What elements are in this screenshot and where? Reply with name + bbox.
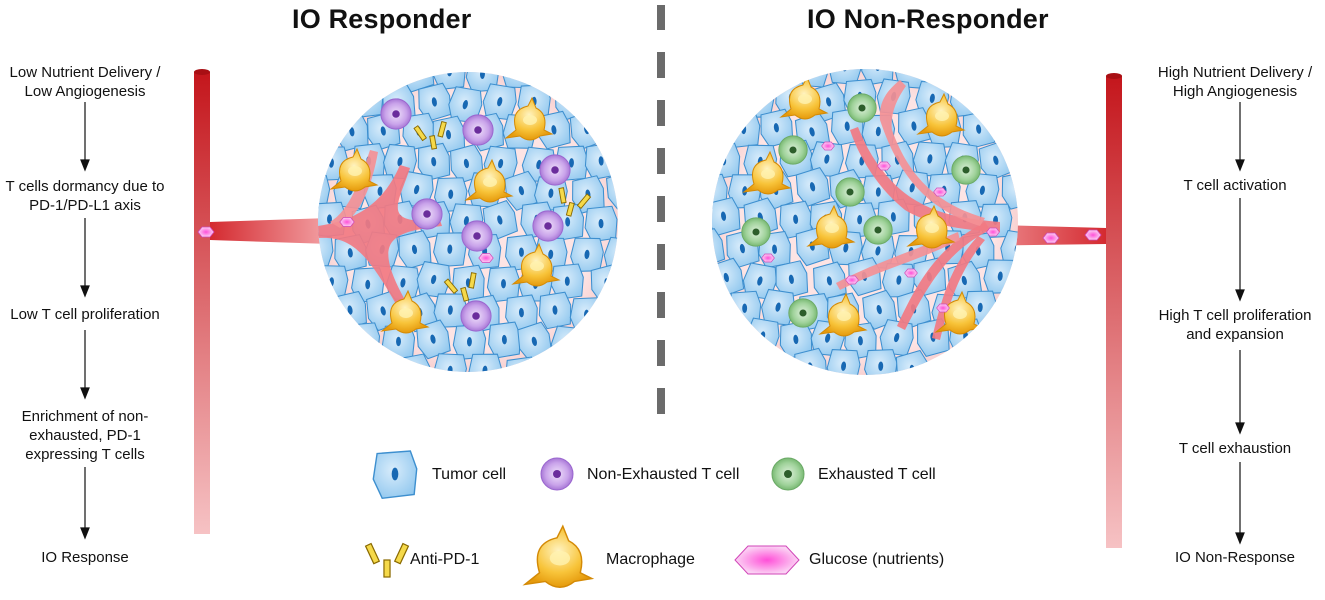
exhausted-t-cell	[835, 177, 865, 207]
non-exhausted-t-cell-icon	[540, 457, 574, 491]
right-step-4: T cell exhaustion	[1178, 440, 1292, 457]
tumor-cell-icon	[372, 450, 418, 500]
tumor-cell	[712, 142, 741, 180]
left-step-1: Low Nutrient Delivery / Low Angiogenesis	[9, 64, 161, 100]
right-step-5: IO Non-Response	[1174, 549, 1296, 566]
tumor-cell	[569, 296, 604, 334]
glucose-icon	[734, 545, 800, 575]
tumor-cell	[981, 257, 1018, 297]
left-step-5: IO Response	[41, 549, 129, 566]
glucose-molecule	[877, 161, 891, 171]
non-exhausted-t-cell	[460, 300, 492, 332]
right-flow-arrows	[1235, 102, 1245, 545]
exhausted-t-cell	[847, 93, 877, 123]
glucose-molecule	[821, 141, 835, 151]
glucose-molecule	[478, 253, 494, 263]
tumor-cell	[863, 348, 898, 375]
tumor-cell	[727, 111, 761, 149]
right-step-3: High T cell proliferation and expansion	[1158, 307, 1312, 343]
responder-title: IO Responder	[292, 4, 472, 34]
legend-glucose-label: Glucose (nutrients)	[809, 551, 945, 568]
tumor-cell	[486, 321, 522, 359]
legend-non-exhausted-label: Non-Exhausted T cell	[587, 466, 740, 483]
macrophage-icon	[524, 525, 593, 589]
glucose-molecule	[936, 303, 950, 313]
non-exhausted-t-cell	[411, 198, 443, 230]
vessel-branch	[879, 80, 985, 226]
tumor-cell	[584, 205, 618, 243]
tumor-cell	[742, 315, 783, 358]
non-exhausted-t-cell	[539, 154, 571, 186]
glucose-molecule	[761, 253, 775, 263]
tumor-cell	[431, 351, 469, 372]
exhausted-t-cell	[863, 215, 893, 245]
glucose-molecule	[904, 268, 918, 278]
non-exhausted-t-cell	[380, 98, 412, 130]
legend-macrophage-label: Macrophage	[606, 551, 695, 568]
exhausted-t-cell	[951, 155, 981, 185]
tumor-cell	[467, 351, 503, 372]
vessel-branch	[850, 127, 1000, 232]
exhausted-t-cell	[778, 135, 808, 165]
exhausted-t-cell	[741, 217, 771, 247]
legend-exhausted-label: Exhausted T cell	[818, 466, 936, 483]
tumor-cell	[824, 346, 863, 375]
exhausted-t-cell-icon	[771, 457, 805, 491]
left-flow-arrows	[80, 102, 90, 540]
glucose-molecule	[339, 217, 355, 227]
non-exhausted-t-cell	[462, 114, 494, 146]
left-blood-vessel	[194, 69, 330, 534]
responder-tumor	[318, 72, 618, 372]
glucose-molecule	[933, 187, 947, 197]
right-step-1: High Nutrient Delivery / High Angiogenes…	[1157, 64, 1313, 100]
tumor-cell	[350, 81, 384, 118]
right-step-2: T cell activation	[1183, 177, 1287, 194]
left-step-3: Low T cell proliferation	[10, 306, 160, 323]
non-exhausted-t-cell	[461, 220, 493, 252]
legend-tumor-label: Tumor cell	[432, 466, 507, 483]
non-exhausted-t-cell	[532, 210, 564, 242]
non-responder-title: IO Non-Responder	[807, 4, 1049, 34]
exhausted-t-cell	[788, 298, 818, 328]
tumor-cell	[503, 356, 540, 372]
tumor-cell	[499, 72, 538, 92]
glucose-molecule	[845, 275, 859, 285]
anti-pd1-icon	[364, 542, 410, 578]
left-step-4: Enrichment of non-exhausted, PD-1 expres…	[21, 408, 149, 463]
vessel-branch	[897, 222, 990, 330]
left-step-2: T cells dormancy due to PD-1/PD-L1 axis	[5, 178, 165, 214]
tumor-cell	[346, 322, 381, 359]
legend-anti-pd1-label: Anti-PD-1	[410, 551, 480, 568]
non-responder-tumor	[712, 69, 1018, 375]
glucose-molecule	[986, 227, 1000, 237]
vessel-branch	[318, 165, 442, 304]
